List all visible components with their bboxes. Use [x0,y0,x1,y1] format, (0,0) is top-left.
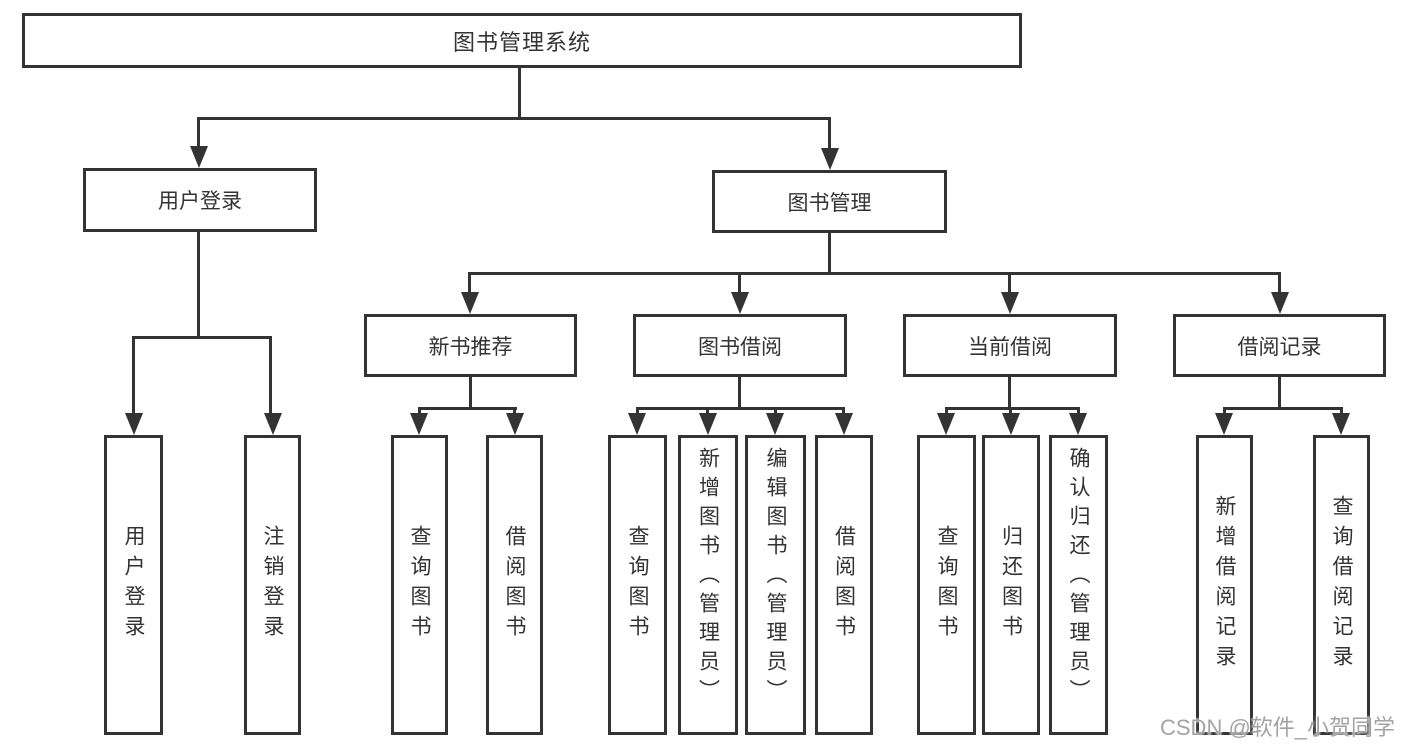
node-label: 图书借阅 [698,335,782,359]
connector-line [418,407,517,410]
leaf-label: 用户登录 [122,525,145,645]
node-label: 当前借阅 [968,335,1052,359]
leaf-cb-confirm-return-admin: 确认归还（管理员） [1049,435,1108,735]
connector-line [197,117,200,150]
leaf-br-add-record: 新增借阅记录 [1196,435,1253,735]
leaf-label: 注销登录 [261,525,284,645]
connector-line [706,407,709,417]
node-label: 图书管理系统 [452,29,591,55]
connector-line [828,117,831,152]
leaf-nb-borrow-book: 借阅图书 [486,435,543,735]
connector-line [945,407,1080,410]
leaf-bb-add-book-admin: 新增图书（管理员） [678,435,738,735]
leaf-br-query-record: 查询借阅记录 [1313,435,1370,735]
node-current-borrow: 当前借阅 [903,314,1117,377]
connector-line [1223,407,1226,417]
arrowhead [1002,413,1020,435]
connector-line [469,376,472,409]
leaf-user-login: 用户登录 [104,435,163,735]
leaf-cb-return-book: 归还图书 [982,435,1040,735]
node-label: 图书管理 [787,191,872,215]
connector-line [842,407,845,417]
arrowhead [461,292,479,314]
connector-line [1077,407,1080,417]
node-label: 新书推荐 [428,335,513,359]
connector-line [468,272,1281,275]
arrowhead [125,413,143,435]
arrowhead [1069,413,1087,435]
leaf-label: 查询借阅记录 [1330,495,1353,675]
arrowhead [1271,292,1289,314]
csdn-watermark: CSDN @软件_小贺同学 [1160,715,1396,740]
node-borrow-records: 借阅记录 [1173,314,1386,377]
connector-line [418,407,421,417]
leaf-label: 查询图书 [408,525,431,645]
leaf-bb-edit-book-admin: 编辑图书（管理员） [745,435,806,735]
arrowhead [628,413,646,435]
arrowhead [821,148,839,170]
node-library-management-system: 图书管理系统 [22,13,1022,68]
node-user-login: 用户登录 [83,168,317,232]
leaf-label: 查询图书 [935,525,958,645]
arrowhead [264,413,282,435]
connector-line [636,407,845,410]
leaf-bb-query-book: 查询图书 [608,435,667,735]
connector-line [1223,407,1343,410]
node-book-borrow: 图书借阅 [633,314,847,377]
arrowhead [699,413,717,435]
arrowhead [937,413,955,435]
arrowhead [731,292,749,314]
arrowhead [410,413,428,435]
node-label: 用户登录 [158,190,242,213]
leaf-label: 借阅图书 [832,525,856,645]
leaf-label: 归还图书 [999,525,1023,645]
connector-line [1278,376,1281,409]
arrowhead [766,413,784,435]
connector-line [197,231,200,338]
connector-line [1009,407,1012,417]
leaf-label: 查询图书 [626,525,649,645]
connector-line [468,272,471,296]
leaf-label: 新增借阅记录 [1213,495,1236,675]
node-label: 借阅记录 [1237,335,1322,359]
arrowhead [506,413,524,435]
arrowhead [1332,413,1350,435]
arrowhead [1001,292,1019,314]
leaf-bb-borrow-book: 借阅图书 [815,435,873,735]
connector-line [1340,407,1343,417]
leaf-nb-query-book: 查询图书 [391,435,448,735]
arrowhead [1215,413,1233,435]
leaf-label: 借阅图书 [503,525,526,645]
connector-line [1008,272,1011,296]
arrowhead [835,413,853,435]
connector-line [269,336,272,416]
node-new-book-recommend: 新书推荐 [364,314,577,377]
connector-line [828,232,831,274]
connector-line [774,407,777,417]
leaf-label: 确认归还（管理员） [1067,447,1090,708]
connector-line [636,407,639,417]
leaf-label: 新增图书（管理员） [696,447,720,708]
connector-line [518,67,521,119]
connector-line [132,336,272,339]
connector-line [197,117,831,120]
connector-line [1008,376,1011,409]
leaf-logout: 注销登录 [244,435,301,735]
connector-line [132,336,135,416]
connector-line [738,376,741,409]
connector-line [945,407,948,417]
leaf-label: 编辑图书（管理员） [764,447,787,708]
connector-line [1278,272,1281,296]
arrowhead [190,146,208,168]
leaf-cb-query-book: 查询图书 [917,435,976,735]
connector-line [513,407,516,417]
connector-line [738,272,741,296]
node-book-management: 图书管理 [712,170,947,233]
